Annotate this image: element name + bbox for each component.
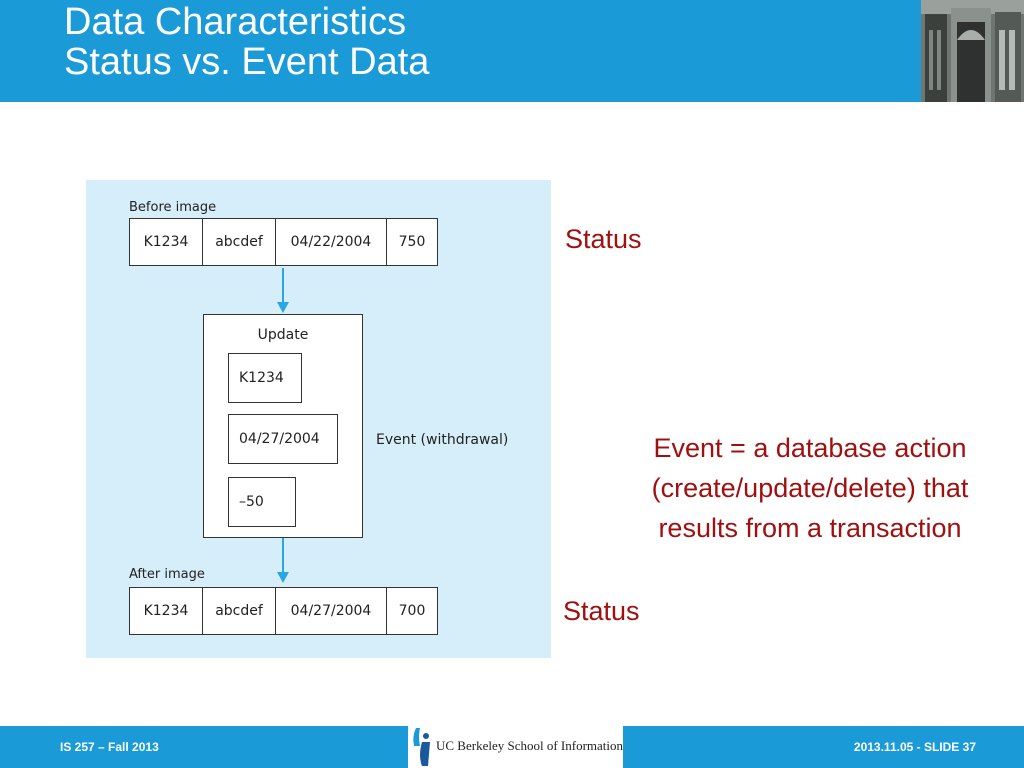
- after-cell-name: abcdef: [203, 588, 276, 634]
- header-bar: Data Characteristics Status vs. Event Da…: [0, 0, 1024, 102]
- diagram-panel: Before image K1234 abcdef 04/22/2004 750…: [86, 180, 551, 658]
- after-image-label: After image: [129, 567, 205, 582]
- after-cell-id: K1234: [130, 588, 203, 634]
- footer-slide-number: 2013.11.05 - SLIDE 37: [853, 740, 976, 754]
- arrow-head-1: [277, 302, 289, 313]
- before-cell-id: K1234: [130, 219, 203, 265]
- before-record: K1234 abcdef 04/22/2004 750: [129, 218, 438, 266]
- event-withdrawal-label: Event (withdrawal): [376, 432, 509, 448]
- slide-title: Data Characteristics Status vs. Event Da…: [64, 2, 429, 82]
- title-line-1: Data Characteristics: [64, 1, 407, 43]
- after-cell-amount: 700: [398, 603, 426, 619]
- arrow-head-2: [277, 572, 289, 583]
- status-label-bottom: Status: [563, 596, 640, 626]
- update-field-amount: –50: [228, 477, 296, 527]
- update-field-id: K1234: [228, 353, 302, 403]
- update-field-date: 04/27/2004: [228, 414, 338, 464]
- update-box: Update K1234 04/27/2004 –50: [203, 314, 363, 538]
- before-cell-name: abcdef: [203, 219, 276, 265]
- update-title: Update: [257, 327, 309, 343]
- footer-course: IS 257 – Fall 2013: [60, 740, 159, 754]
- after-cell-date: 04/27/2004: [276, 588, 387, 634]
- before-cell-date: 04/22/2004: [276, 219, 387, 265]
- ischool-logo-icon: [413, 728, 430, 766]
- before-cell-amount: 750: [398, 234, 426, 250]
- footer-right-bar: 2013.11.05 - SLIDE 37: [623, 726, 1024, 768]
- status-label-top: Status: [565, 224, 642, 254]
- diagram-arrows: [277, 268, 289, 583]
- building-photo-icon: [921, 0, 1024, 102]
- after-record: K1234 abcdef 04/27/2004 700: [129, 587, 438, 635]
- before-image-label: Before image: [129, 200, 217, 215]
- footer-logo-area: UC Berkeley School of Information: [408, 726, 623, 768]
- event-definition-note: Event = a database action (create/update…: [651, 433, 969, 543]
- footer-left-bar: IS 257 – Fall 2013: [0, 726, 408, 768]
- school-name: UC Berkeley School of Information: [436, 738, 624, 753]
- title-line-2: Status vs. Event Data: [64, 41, 430, 83]
